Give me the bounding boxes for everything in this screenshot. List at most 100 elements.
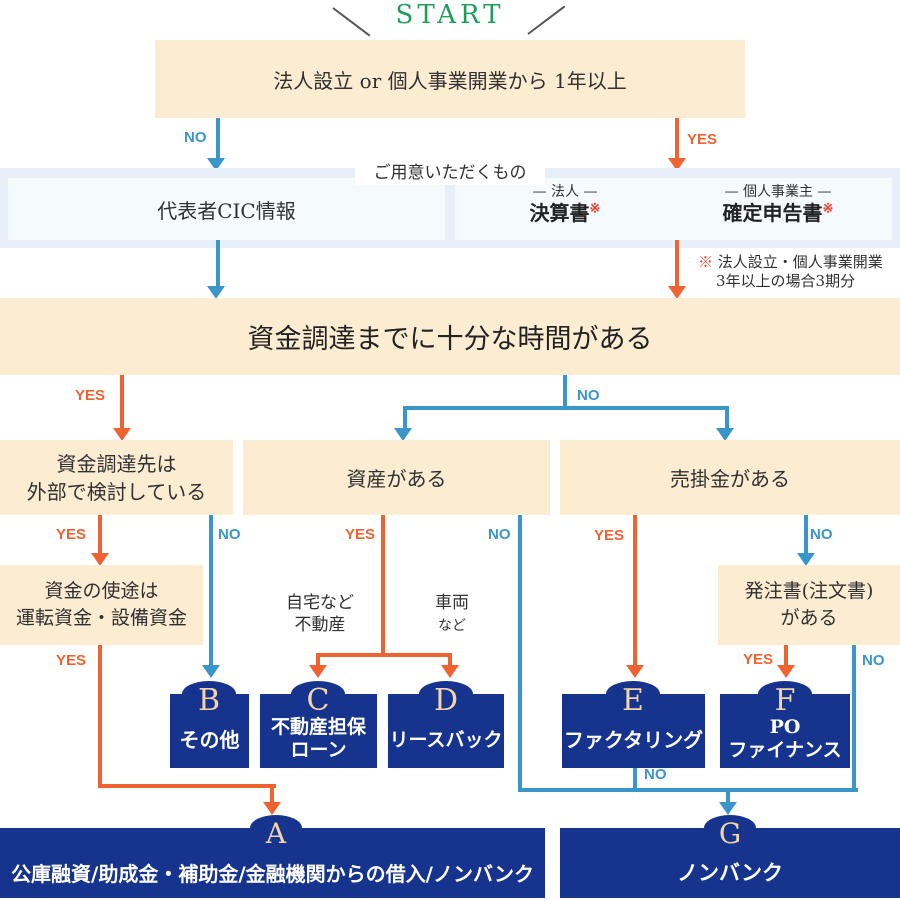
connector-q3-no bbox=[209, 515, 213, 665]
question-purchase-order: 発注書(注文書) がある bbox=[718, 565, 900, 645]
asterisk-mark: ※ bbox=[589, 201, 601, 217]
question-has-assets-text: 資産がある bbox=[346, 467, 447, 491]
corporate-tag: — 法人 — bbox=[532, 184, 598, 200]
connector-docs-down bbox=[675, 240, 679, 286]
asterisk-mark: ※ bbox=[822, 201, 834, 217]
yes-label-q4: YES bbox=[345, 526, 376, 543]
yes-label-q3: YES bbox=[56, 526, 87, 543]
yes-label-q6: YES bbox=[56, 652, 87, 669]
result-d-bump bbox=[419, 681, 473, 694]
no-label-q1: NO bbox=[184, 129, 207, 146]
result-e-letter: E bbox=[622, 683, 644, 718]
question-use-of-funds: 資金の使途は 運転資金・設備資金 bbox=[0, 565, 203, 645]
footnote: ※ 法人設立・個人事業開業 3年以上の場合3期分 bbox=[698, 253, 883, 291]
branch-label-vehicle: 車両 など bbox=[423, 592, 481, 636]
question-external-funding-line1: 資金調達先は bbox=[56, 451, 177, 476]
connector-q3-yes bbox=[98, 515, 102, 553]
arrow-down-icon bbox=[777, 665, 795, 678]
result-g-letter: G bbox=[718, 817, 742, 850]
connector-collector bbox=[518, 788, 858, 792]
result-e-label: ファクタリング bbox=[563, 727, 704, 752]
connector-q4-yes-split bbox=[316, 653, 452, 657]
no-label-q2: NO bbox=[577, 387, 600, 404]
footnote-line2: 3年以上の場合3期分 bbox=[716, 271, 856, 290]
question-has-receivables: 売掛金がある bbox=[560, 440, 900, 515]
result-c-line2: ローン bbox=[290, 739, 347, 761]
connector-q6-yes-drop bbox=[270, 788, 274, 802]
connector-q1-no bbox=[216, 118, 220, 158]
arrow-down-icon bbox=[797, 553, 815, 566]
result-g-bump bbox=[704, 815, 756, 828]
result-c-letter: C bbox=[306, 683, 330, 718]
arrow-down-icon bbox=[441, 665, 459, 678]
result-c-bump bbox=[291, 681, 345, 694]
no-label-q7: NO bbox=[862, 652, 885, 669]
arrow-down-icon bbox=[91, 553, 109, 566]
connector-q4-yes-right bbox=[448, 657, 452, 667]
arrow-down-icon bbox=[394, 428, 412, 441]
result-f-letter: F bbox=[774, 683, 796, 718]
result-d-label: リースバック bbox=[389, 728, 503, 751]
question-years-in-business-text: 法人設立 or 個人事業開業から 1年以上 bbox=[273, 68, 627, 93]
no-label-q5: NO bbox=[810, 526, 833, 543]
connector-q2-yes bbox=[120, 375, 124, 428]
connector-q7-yes bbox=[784, 645, 788, 665]
individual-tag: — 個人事業主 — bbox=[724, 184, 832, 200]
yes-label-q1: YES bbox=[687, 131, 718, 148]
connector-e-no bbox=[633, 768, 637, 792]
question-purchase-order-line2: がある bbox=[780, 607, 838, 629]
corporate-doc-name: 決算書※ bbox=[529, 200, 601, 225]
result-a-bump bbox=[250, 815, 302, 828]
connector-q6-yes-across bbox=[98, 784, 276, 788]
result-b-box: その他 bbox=[170, 694, 249, 768]
result-b-label: その他 bbox=[179, 727, 240, 752]
question-use-of-funds-line2: 運転資金・設備資金 bbox=[15, 607, 187, 629]
question-years-in-business: 法人設立 or 個人事業開業から 1年以上 bbox=[155, 40, 745, 118]
no-label-q3: NO bbox=[218, 526, 241, 543]
start-label: START bbox=[395, 0, 505, 30]
question-external-funding: 資金調達先は 外部で検討している bbox=[0, 440, 233, 515]
result-b-bump bbox=[182, 681, 236, 694]
cic-document-text: 代表者CIC情報 bbox=[157, 198, 296, 223]
yes-label-q7: YES bbox=[743, 651, 774, 668]
connector-q6-yes-down bbox=[98, 645, 102, 788]
connector-q4-no bbox=[518, 515, 522, 792]
question-has-receivables-text: 売掛金がある bbox=[670, 467, 790, 491]
branch-label-real-estate-line2: 不動産 bbox=[294, 615, 346, 636]
result-f-line1: PO bbox=[769, 716, 801, 739]
connector-q2-no bbox=[563, 375, 567, 410]
connector-q2-no-split bbox=[403, 406, 729, 410]
connector-cic-down bbox=[216, 240, 220, 286]
question-enough-time: 資金調達までに十分な時間がある bbox=[0, 298, 900, 375]
arrow-down-icon bbox=[668, 286, 686, 299]
connector-q1-yes bbox=[675, 118, 679, 158]
start-slash-right-icon bbox=[527, 5, 566, 35]
arrow-down-icon bbox=[309, 665, 327, 678]
connector-q4-yes bbox=[381, 515, 385, 657]
arrow-down-icon bbox=[668, 158, 686, 171]
footnote-mark: ※ bbox=[698, 253, 714, 271]
question-external-funding-line2: 外部で検討している bbox=[26, 479, 207, 504]
start-slash-left-icon bbox=[332, 7, 371, 37]
connector-q7-no bbox=[852, 645, 856, 792]
result-b-letter: B bbox=[197, 683, 221, 718]
result-a-label: 公庫融資/助成金・補助金/金融機関からの借入/ノンバンク bbox=[11, 861, 534, 886]
result-f-line2: ファイナンス bbox=[728, 739, 842, 761]
financial-documents-box: — 法人 — 決算書※ — 個人事業主 — 確定申告書※ bbox=[455, 178, 892, 240]
result-d-box: リースバック bbox=[388, 694, 504, 768]
individual-document: — 個人事業主 — 確定申告書※ bbox=[688, 184, 868, 225]
connector-collector-drop bbox=[726, 792, 730, 802]
cic-document-box: 代表者CIC情報 bbox=[8, 178, 445, 240]
footnote-line1: 法人設立・個人事業開業 bbox=[717, 253, 883, 271]
connector-q5-yes bbox=[633, 515, 637, 665]
yes-label-q2: YES bbox=[75, 387, 106, 404]
result-f-box: PO ファイナンス bbox=[720, 694, 850, 768]
yes-label-q5: YES bbox=[594, 527, 625, 544]
result-c-box: 不動産担保 ローン bbox=[260, 694, 377, 768]
result-e-box: ファクタリング bbox=[562, 694, 705, 768]
arrow-down-icon bbox=[207, 158, 225, 171]
documents-band-title: ご用意いただくもの bbox=[355, 156, 545, 185]
arrow-down-icon bbox=[207, 286, 225, 299]
arrow-down-icon bbox=[626, 665, 644, 678]
